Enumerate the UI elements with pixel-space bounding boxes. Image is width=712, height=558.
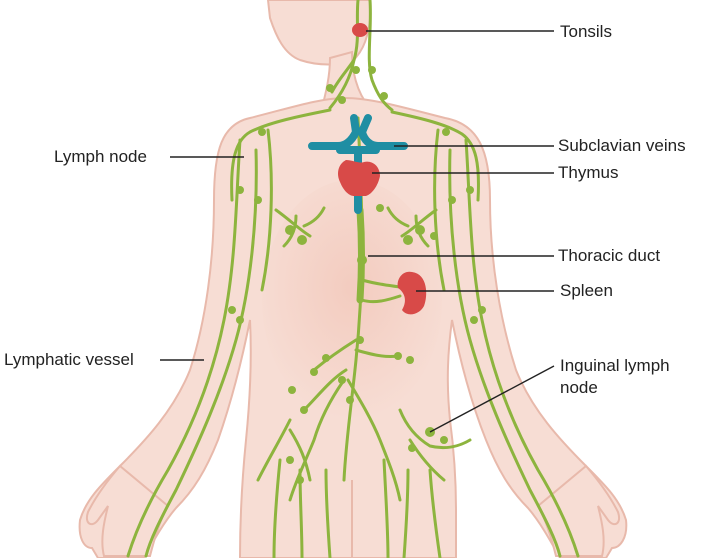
- subclavian-veins-label: Subclavian veins: [558, 136, 686, 155]
- thoracic-duct-label: Thoracic duct: [558, 246, 661, 265]
- left-hand: [86, 464, 170, 557]
- right-hand: [536, 464, 620, 557]
- thymus-organ: [338, 160, 380, 196]
- spleen-label: Spleen: [560, 281, 613, 300]
- leader-lines: [160, 30, 555, 433]
- lymph-node-dots: [228, 66, 486, 484]
- inguinal-lymph-node-label-line1: Inguinal lymph: [560, 356, 670, 375]
- thymus-label: Thymus: [558, 163, 619, 182]
- spleen-organ: [397, 271, 427, 315]
- lymphatic-vessel-label: Lymphatic vessel: [4, 350, 134, 369]
- thoracic-duct: [356, 206, 365, 304]
- lymph-node-label: Lymph node: [54, 147, 147, 166]
- tonsils-label: Tonsils: [560, 22, 612, 41]
- tonsils-organ: [352, 23, 368, 37]
- inguinal-lymph-node-label-line2: node: [560, 378, 598, 397]
